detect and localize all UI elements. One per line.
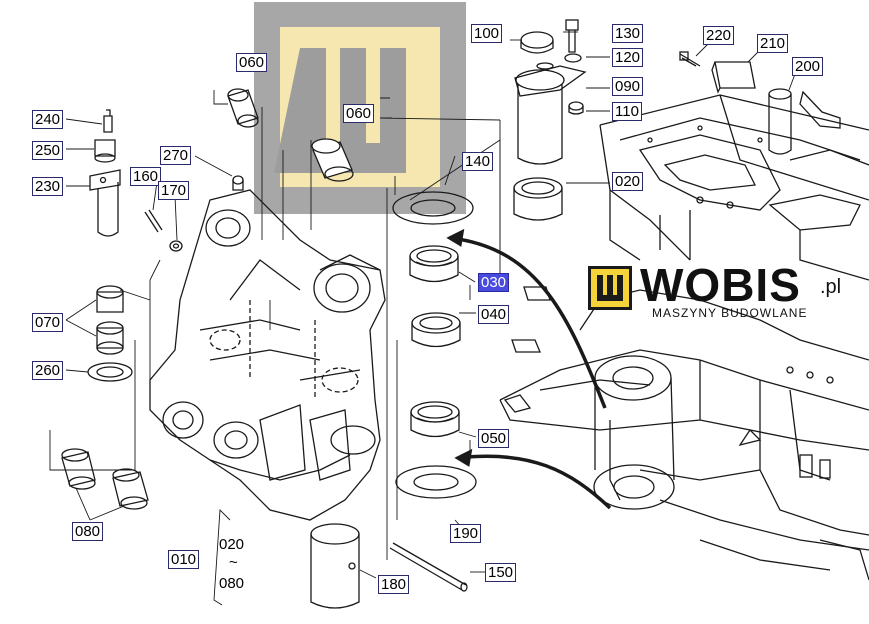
- bushing-060-lower: [311, 138, 354, 182]
- callout-250[interactable]: 250: [32, 141, 64, 160]
- pin-180: [310, 523, 360, 609]
- bushing-020: [513, 177, 563, 221]
- wobis-brand-name: WOBIS: [640, 259, 801, 311]
- callout-010[interactable]: 010: [168, 550, 200, 569]
- split-pin-160: [144, 209, 163, 233]
- callout-230[interactable]: 230: [32, 177, 64, 196]
- callout-180[interactable]: 180: [378, 575, 410, 594]
- bushing-070: [96, 285, 124, 355]
- shim-260: [87, 362, 133, 382]
- callout-140[interactable]: 140: [462, 152, 494, 171]
- pin-090: [514, 62, 587, 165]
- callout-060-lower[interactable]: 060: [343, 104, 375, 123]
- callout-210[interactable]: 210: [757, 34, 789, 53]
- wobis-tld: .pl: [820, 276, 842, 298]
- leader-lines: [49, 31, 796, 606]
- thrust-washer-190: [395, 465, 477, 499]
- wobis-tagline: MASZYNY BUDOWLANE: [652, 306, 808, 320]
- swing-bracket: [149, 189, 386, 521]
- callout-080[interactable]: 080: [72, 522, 104, 541]
- assembly-arrows: [446, 228, 612, 510]
- callout-070[interactable]: 070: [32, 313, 64, 332]
- plate-210: [711, 61, 756, 94]
- callout-030-selected[interactable]: 030: [478, 273, 510, 292]
- bolt-270: [232, 175, 244, 191]
- bolt-130: [565, 19, 579, 53]
- callout-090[interactable]: 090: [612, 77, 644, 96]
- thrust-washer-140: [392, 191, 474, 225]
- bushing-080: [61, 448, 149, 510]
- cap-100: [520, 31, 554, 54]
- frame-structure: [499, 94, 869, 581]
- range-end-label: 080: [219, 575, 245, 592]
- bushing-040: [411, 312, 461, 348]
- callout-050[interactable]: 050: [478, 429, 510, 448]
- small-brackets: [511, 286, 551, 353]
- washer-170: [169, 240, 183, 252]
- callout-260[interactable]: 260: [32, 361, 64, 380]
- bushing-060-upper: [227, 88, 259, 128]
- bushing-030: [409, 245, 459, 283]
- callout-240[interactable]: 240: [32, 110, 64, 129]
- callout-170[interactable]: 170: [158, 181, 190, 200]
- callout-100[interactable]: 100: [471, 24, 503, 43]
- callout-120[interactable]: 120: [612, 48, 644, 67]
- rod-150: [389, 542, 468, 592]
- callout-200[interactable]: 200: [792, 57, 824, 76]
- fitting-250: [94, 139, 116, 163]
- grease-fitting-240: [103, 109, 113, 133]
- callout-040[interactable]: 040: [478, 305, 510, 324]
- bushing-050: [410, 401, 460, 438]
- callout-220[interactable]: 220: [703, 26, 735, 45]
- wobis-logo-icon: [588, 266, 632, 310]
- callout-160[interactable]: 160: [130, 167, 162, 186]
- bolt-220: [679, 51, 701, 67]
- callout-150[interactable]: 150: [485, 563, 517, 582]
- callout-110[interactable]: 110: [612, 102, 642, 121]
- range-start-label: 020: [219, 536, 245, 553]
- callout-060-upper[interactable]: 060: [236, 53, 268, 72]
- washer-120: [564, 53, 582, 63]
- callout-270[interactable]: 270: [160, 146, 192, 165]
- wobis-watermark: WOBIS .pl MASZYNY BUDOWLANE: [588, 262, 863, 322]
- pin-200: [768, 88, 841, 155]
- callout-020[interactable]: 020: [612, 172, 644, 191]
- callout-190[interactable]: 190: [450, 524, 482, 543]
- pin-230: [89, 169, 121, 237]
- nut-110: [568, 101, 584, 115]
- range-tilde: ~: [229, 554, 238, 571]
- callout-130[interactable]: 130: [612, 24, 644, 43]
